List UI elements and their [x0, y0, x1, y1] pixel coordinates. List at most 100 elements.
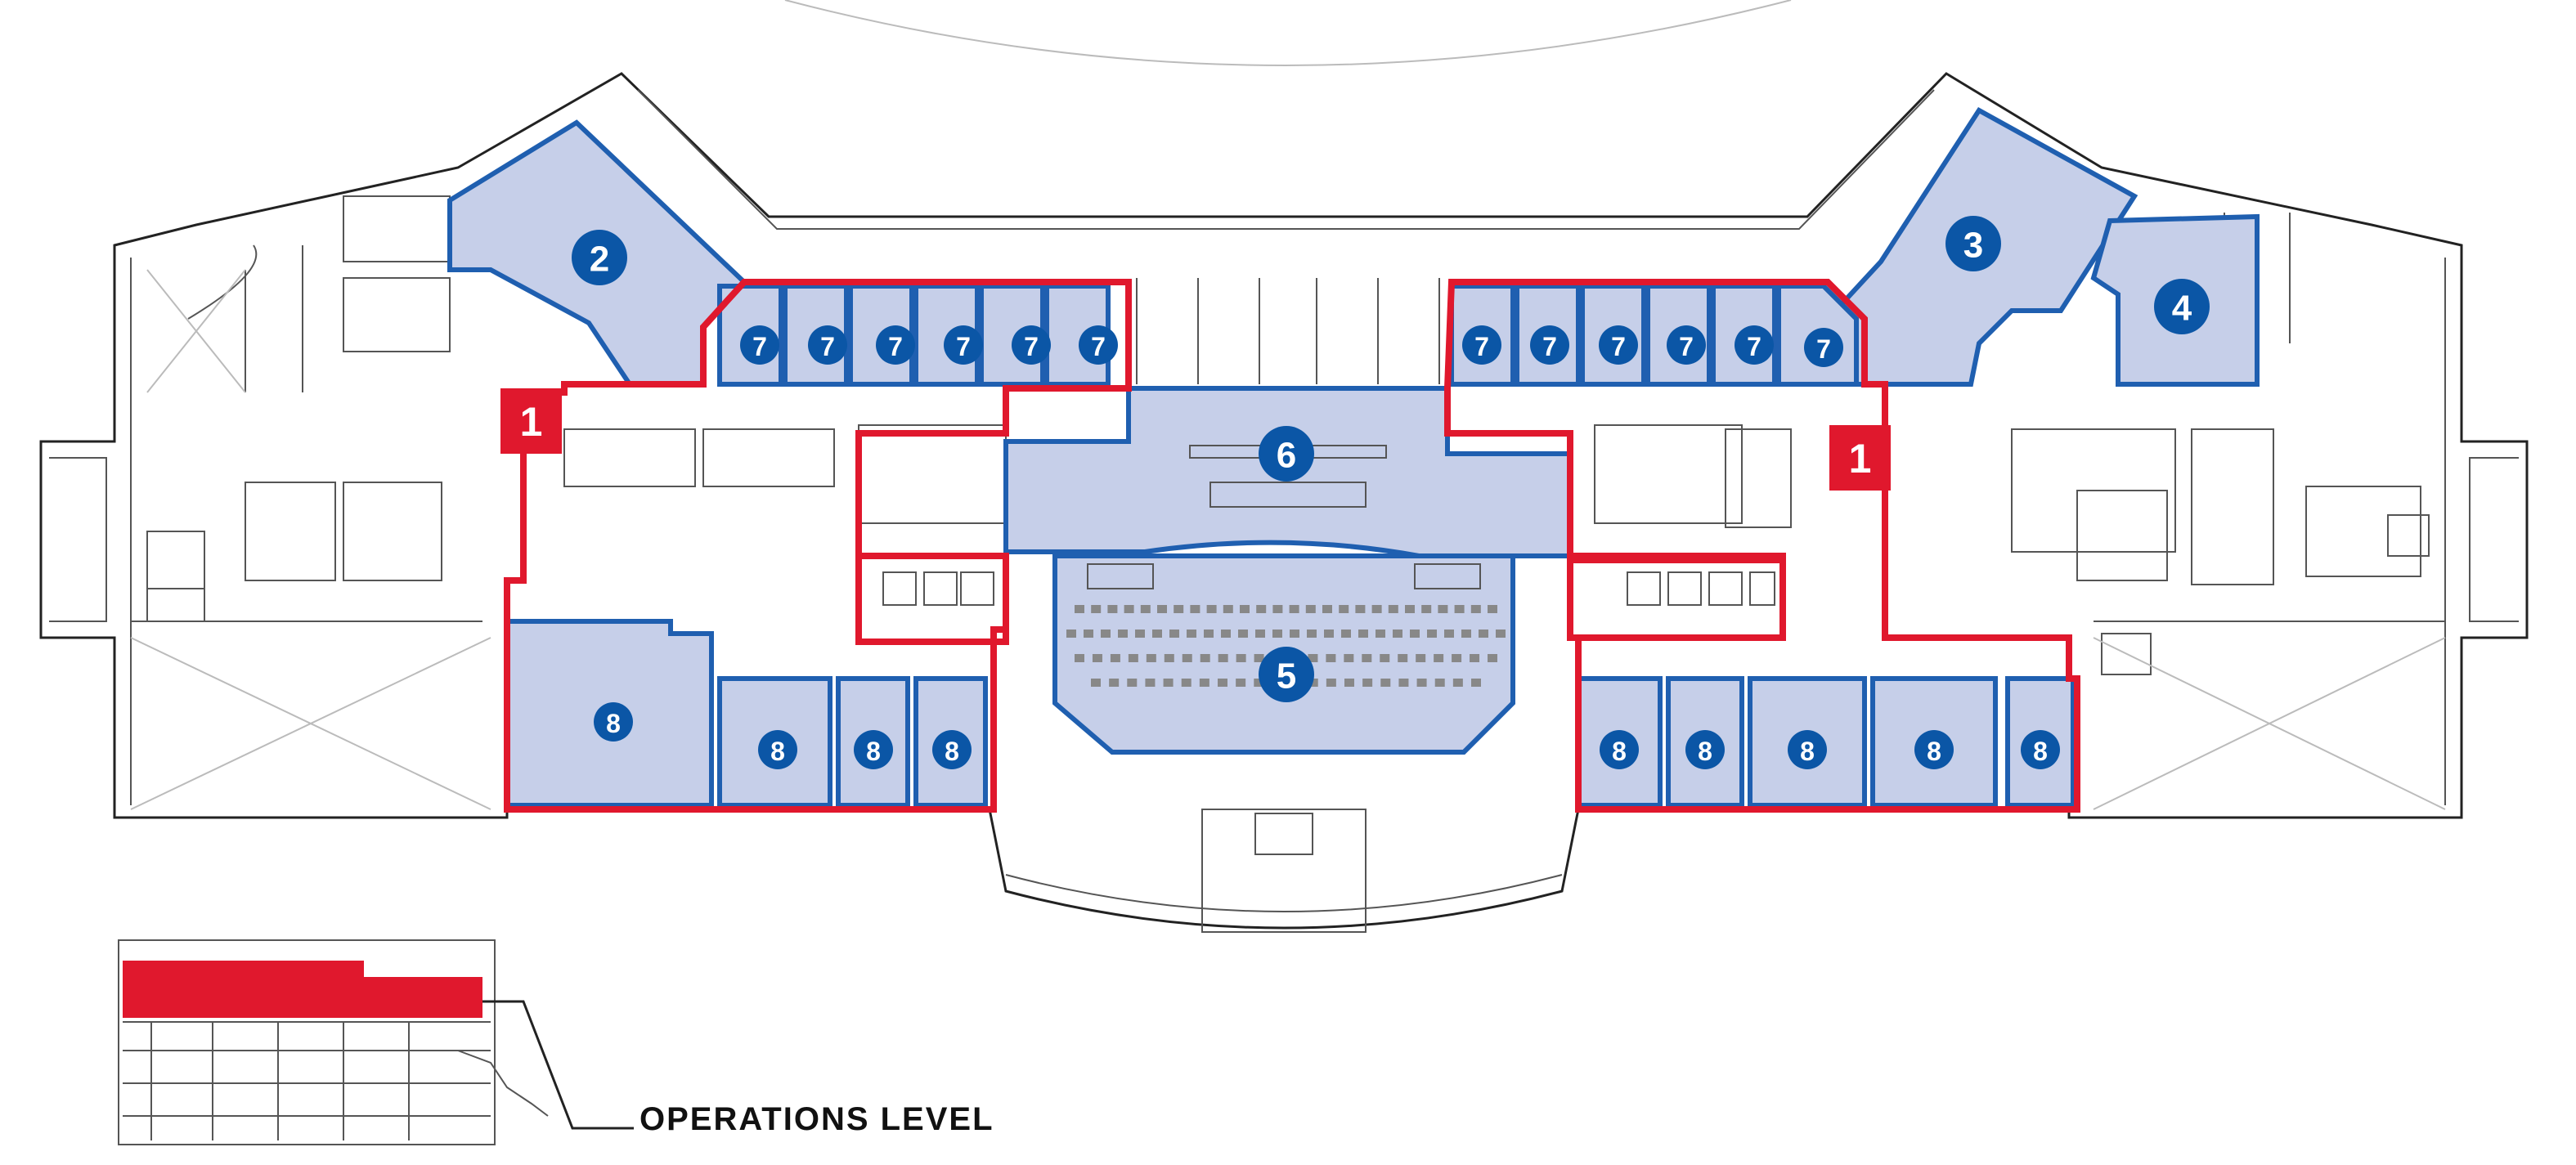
seat: [1454, 605, 1465, 613]
seat: [1405, 605, 1415, 613]
svg-text:7: 7: [1679, 332, 1694, 361]
seat: [1410, 630, 1420, 638]
seat: [1240, 605, 1250, 613]
room-badge-7: 7: [1079, 325, 1118, 365]
room-badge-7: 7: [1462, 325, 1501, 365]
svg-text:7: 7: [1542, 332, 1557, 361]
seat: [1305, 605, 1316, 613]
seat: [1075, 605, 1084, 613]
svg-text:7: 7: [956, 332, 971, 361]
seat: [1091, 605, 1102, 613]
seat: [1452, 654, 1462, 662]
seat: [1434, 679, 1445, 687]
seat: [1140, 605, 1151, 613]
seat: [1218, 654, 1228, 662]
section-key-plan: [118, 939, 634, 1145]
seat: [1255, 630, 1265, 638]
seat: [1066, 630, 1076, 638]
seat: [1444, 630, 1454, 638]
zone-right: [1444, 279, 2080, 813]
room-badge-7: 7: [740, 325, 779, 365]
seat: [1110, 654, 1120, 662]
seat: [1254, 654, 1264, 662]
svg-text:6: 6: [1277, 436, 1296, 476]
seat: [1128, 654, 1138, 662]
svg-text:8: 8: [1800, 737, 1815, 766]
room-badge-7: 7: [1012, 325, 1051, 365]
room-badge-8: 8: [594, 702, 633, 742]
seat: [1470, 654, 1480, 662]
room-badge-8: 8: [854, 730, 893, 769]
seat: [1461, 630, 1471, 638]
svg-text:2: 2: [590, 240, 609, 280]
seat: [1163, 679, 1174, 687]
room-badge-3: 3: [1945, 216, 2001, 271]
seat: [1380, 654, 1390, 662]
svg-text:1: 1: [1849, 436, 1872, 482]
seat: [1496, 630, 1506, 638]
room-badge-8: 8: [1914, 730, 1954, 769]
seat: [1289, 605, 1299, 613]
room-badge-8: 8: [758, 730, 797, 769]
seat: [1272, 605, 1283, 613]
seat: [1145, 679, 1156, 687]
seat: [1223, 605, 1233, 613]
room-badge-6: 6: [1259, 426, 1314, 482]
room-badge-7: 7: [944, 325, 983, 365]
seat: [1416, 679, 1427, 687]
room-badge-8: 8: [1788, 730, 1827, 769]
seat: [1471, 679, 1481, 687]
svg-text:8: 8: [606, 709, 621, 738]
seat: [1322, 605, 1332, 613]
interior-walls: [130, 195, 2446, 810]
room-badge-7: 7: [1530, 325, 1569, 365]
seat: [1075, 654, 1084, 662]
room-badge-8: 8: [1685, 730, 1725, 769]
svg-text:8: 8: [1612, 737, 1627, 766]
seat: [1256, 605, 1267, 613]
building-shell: [39, 72, 2529, 933]
seat: [1452, 679, 1463, 687]
seat: [1371, 605, 1382, 613]
legend-label: OPERATIONS LEVEL: [640, 1101, 994, 1137]
svg-text:7: 7: [1816, 334, 1831, 364]
seat: [1092, 654, 1102, 662]
seat: [1398, 679, 1409, 687]
zone-outlines: [504, 279, 2080, 813]
room-7: [1449, 284, 1515, 387]
svg-text:4: 4: [2172, 289, 2192, 329]
seat: [1308, 679, 1318, 687]
seat: [1118, 630, 1128, 638]
restroom-fixtures: [882, 571, 1775, 606]
seat: [1238, 630, 1248, 638]
room-badge-7: 7: [1804, 328, 1843, 367]
seat: [1157, 605, 1167, 613]
seat: [1438, 605, 1448, 613]
seat: [1470, 605, 1481, 613]
room-badge-5: 5: [1259, 647, 1314, 702]
svg-text:7: 7: [820, 332, 835, 361]
seat: [1200, 654, 1210, 662]
svg-text:7: 7: [888, 332, 903, 361]
seat: [1339, 605, 1349, 613]
room-badge-7: 7: [1667, 325, 1706, 365]
seat: [1398, 654, 1408, 662]
seat: [1091, 679, 1101, 687]
seat: [1187, 630, 1196, 638]
seat: [1341, 630, 1351, 638]
seat: [1190, 605, 1200, 613]
seat: [1206, 605, 1217, 613]
seat: [1326, 654, 1336, 662]
room-badge-7: 7: [1735, 325, 1774, 365]
seat: [1204, 630, 1214, 638]
svg-text:8: 8: [1698, 737, 1712, 766]
seat: [1358, 630, 1368, 638]
seat: [1272, 630, 1282, 638]
seat: [1355, 605, 1366, 613]
seat: [1488, 605, 1497, 613]
svg-text:7: 7: [752, 332, 767, 361]
seat: [1164, 654, 1174, 662]
seat: [1169, 630, 1179, 638]
seat: [1326, 679, 1336, 687]
